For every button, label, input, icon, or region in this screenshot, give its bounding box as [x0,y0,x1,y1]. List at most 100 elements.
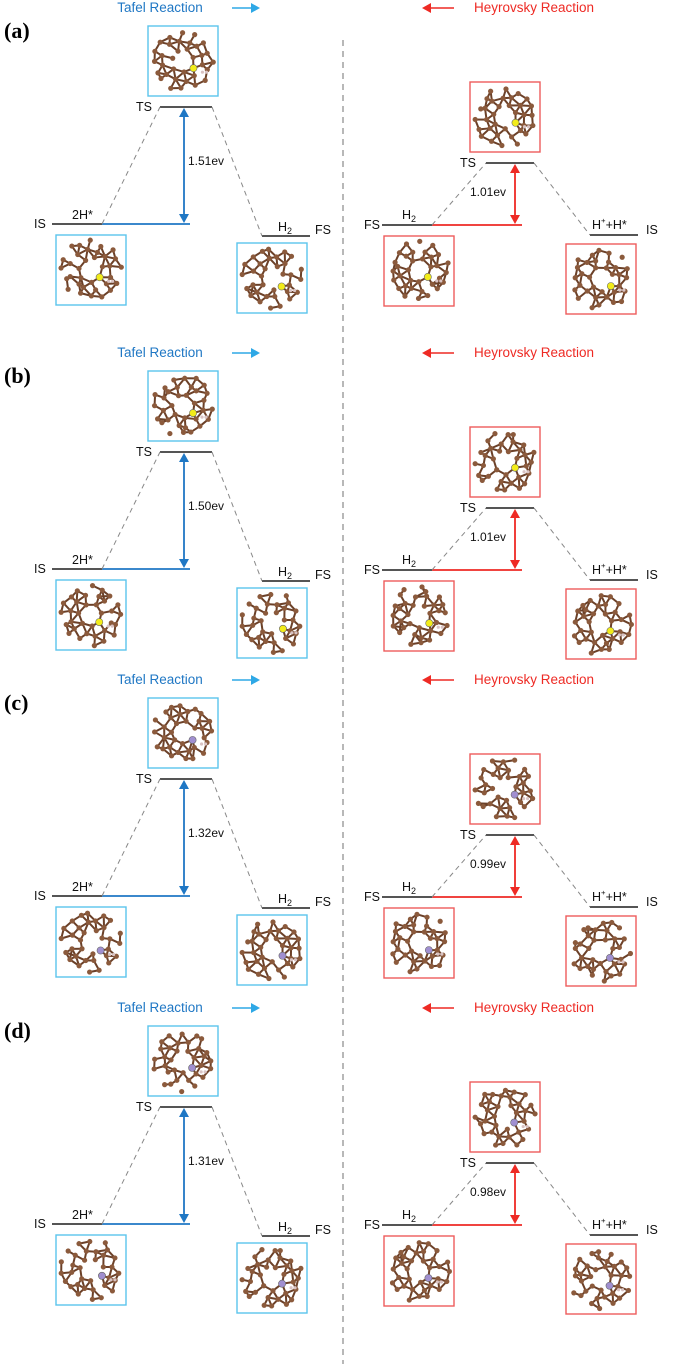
hydrogen-atom [293,958,298,962]
hydrogen-atom [107,952,112,957]
tafel-title: Tafel Reaction [117,1000,203,1015]
carbon-cluster-icon [236,587,308,659]
hydrogen-atom [439,279,443,283]
right-arrow-icon [251,3,260,13]
hydrogen-atom [439,1280,444,1284]
carbon-cluster-icon [55,234,127,306]
hydrogen-atom [440,625,444,629]
energy-barrier-value: 1.50ev [188,499,224,513]
hydrogen-atom [106,624,110,628]
dopant-atom [606,627,615,635]
hydrogen-atom [622,288,626,292]
dopant-atom [511,118,520,127]
structure-frame [55,906,127,978]
energy-barrier-value: 0.99ev [470,857,506,871]
is-label: IS [646,1223,658,1237]
barrier-arrow-head [510,164,520,173]
fs-species: H2 [402,1208,416,1224]
structure-frame [55,579,127,651]
carbon-cluster-icon [236,242,308,314]
ts-label: TS [136,772,152,786]
fs-species: H2 [402,553,416,569]
barrier-arrow-head [510,1164,520,1173]
carbon-cluster-icon [383,235,455,307]
is-label: IS [34,889,46,903]
barrier-arrow-head [510,887,520,896]
right-arrow-icon [251,1003,260,1013]
hydrogen-atom [521,1124,525,1129]
left-arrow-icon [422,675,431,685]
hydrogen-atom [621,960,625,964]
connector-line [101,1106,161,1225]
is-label: IS [646,568,658,582]
right-arrow-icon [251,348,260,358]
connector-line [101,451,161,570]
dopant-atom [96,946,105,955]
fs-species: H2 [402,880,416,896]
barrier-arrow-head [179,886,189,895]
connector-line [101,106,161,225]
hydrogen-atom [440,952,444,956]
barrier-arrow-head [510,560,520,569]
hydrogen-atom [522,797,526,801]
panel-b: (b)Tafel ReactionIS2H*TSFSH21.50evHeyrov… [4,345,658,660]
fs-species: H2 [402,208,416,224]
carbon-cluster-icon [147,697,219,769]
dopant-atom [510,790,519,799]
connector-line [533,162,591,236]
hydrogen-atom [290,631,294,635]
tafel-title: Tafel Reaction [117,672,203,687]
carbon-cluster-icon [565,243,637,315]
barrier-arrow-head [179,1214,189,1223]
left-arrow-icon [422,348,431,358]
connector-line [211,1106,263,1237]
connector-line [431,1162,487,1226]
hydrogen-atom [617,960,621,964]
barrier-arrow-head [179,453,189,462]
barrier-arrow-head [510,215,520,224]
is-label: IS [34,217,46,231]
hydrogen-atom [111,952,116,957]
left-arrow-icon [422,1003,431,1013]
hydrogen-atom [289,1286,293,1290]
dopant-atom [188,736,197,744]
ts-label: TS [136,445,152,459]
barrier-arrow-head [179,108,189,117]
carbon-cluster-icon [55,579,127,651]
is-species: H++H* [592,216,627,232]
is-species: H++H* [592,1216,627,1232]
panel-d: (d)Tafel ReactionIS2H*TSFSH21.31evHeyrov… [4,1000,658,1315]
is-label: IS [646,895,658,909]
hydrogen-atom [110,624,114,628]
fs-species: H2 [278,892,292,908]
hydrogen-atom [289,958,294,962]
fs-label: FS [315,1223,331,1237]
energy-barrier-value: 1.31ev [188,1154,224,1168]
hydrogen-atom [526,470,530,474]
carbon-cluster-icon [55,1234,127,1306]
barrier-arrow-head [179,1108,189,1117]
dopant-atom [424,1274,433,1282]
carbon-cluster-icon [147,25,219,97]
ts-label: TS [136,100,152,114]
dopant-atom [605,1281,614,1290]
carbon-cluster-icon [383,1235,455,1307]
energy-barrier-value: 1.51ev [188,154,224,168]
hydrogen-atom [621,633,626,637]
connector-line [533,834,591,908]
dopant-atom [189,409,197,417]
ts-label: TS [460,1156,476,1170]
barrier-arrow-head [179,780,189,789]
right-arrow-icon [251,675,260,685]
barrier-arrow-head [179,559,189,568]
ts-label: TS [136,1100,152,1114]
fs-species: H2 [278,1220,292,1236]
fs-species: H2 [278,565,292,581]
hydrogen-atom [294,631,298,635]
energy-barrier-value: 1.01ev [470,530,506,544]
